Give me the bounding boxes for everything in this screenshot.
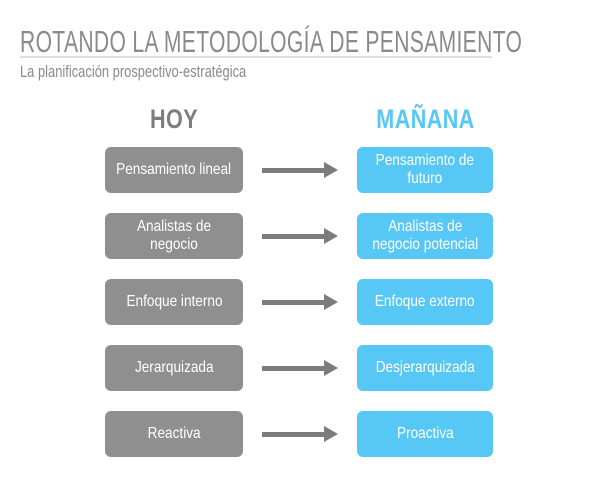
comparison-rows: Pensamiento lineal Pensamiento de futuro…: [105, 147, 493, 477]
today-box: Reactiva: [105, 411, 243, 457]
comparison-row: Pensamiento lineal Pensamiento de futuro: [105, 147, 493, 193]
comparison-row: Enfoque interno Enfoque externo: [105, 279, 493, 325]
today-box: Jerarquizada: [105, 345, 243, 391]
today-box-label: Analistas de negocio: [136, 217, 212, 253]
today-box-label: Pensamiento lineal: [116, 160, 232, 178]
tomorrow-box: Analistas de negocio potencial: [357, 213, 493, 259]
tomorrow-box: Pensamiento de futuro: [357, 147, 493, 193]
arrow-shaft: [262, 365, 324, 371]
tomorrow-box: Desjerarquizada: [357, 345, 493, 391]
page-subtitle: La planificación prospectivo-estratégica: [20, 62, 247, 81]
tomorrow-box-label: Analistas de negocio potencial: [372, 217, 478, 253]
comparison-row: Analistas de negocio Analistas de negoci…: [105, 213, 493, 259]
arrow-head: [324, 360, 338, 376]
today-box-label: Enfoque interno: [125, 292, 223, 310]
today-box-label: Reactiva: [147, 424, 201, 442]
arrow-shaft: [262, 299, 324, 305]
arrow-head: [324, 228, 338, 244]
arrow-head: [324, 426, 338, 442]
arrow-cell: [243, 162, 357, 178]
today-box-label: Jerarquizada: [134, 358, 214, 376]
arrow-cell: [243, 426, 357, 442]
arrow-shaft: [262, 233, 324, 239]
today-box: Pensamiento lineal: [105, 147, 243, 193]
today-box: Enfoque interno: [105, 279, 243, 325]
comparison-row: Reactiva Proactiva: [105, 411, 493, 457]
arrow-shaft: [262, 167, 324, 173]
page-title: ROTANDO LA METODOLOGÍA DE PENSAMIENTO: [20, 24, 523, 59]
title-underline: [20, 56, 492, 58]
right-arrow-icon: [262, 294, 338, 310]
right-arrow-icon: [262, 360, 338, 376]
arrow-shaft: [262, 431, 324, 437]
column-header-today: HOY: [105, 104, 243, 134]
arrow-cell: [243, 360, 357, 376]
column-header-tomorrow-label: MAÑANA: [375, 103, 475, 134]
column-header-tomorrow: MAÑANA: [357, 104, 493, 134]
right-arrow-icon: [262, 426, 338, 442]
column-header-today-label: HOY: [149, 103, 198, 134]
comparison-row: Jerarquizada Desjerarquizada: [105, 345, 493, 391]
tomorrow-box: Proactiva: [357, 411, 493, 457]
right-arrow-icon: [262, 162, 338, 178]
today-box: Analistas de negocio: [105, 213, 243, 259]
tomorrow-box-label: Enfoque externo: [375, 292, 475, 310]
arrow-cell: [243, 294, 357, 310]
arrow-head: [324, 294, 338, 310]
arrow-head: [324, 162, 338, 178]
tomorrow-box-label: Proactiva: [396, 424, 454, 442]
tomorrow-box-label: Pensamiento de futuro: [375, 151, 475, 187]
tomorrow-box-label: Desjerarquizada: [375, 358, 475, 376]
arrow-cell: [243, 228, 357, 244]
right-arrow-icon: [262, 228, 338, 244]
tomorrow-box: Enfoque externo: [357, 279, 493, 325]
